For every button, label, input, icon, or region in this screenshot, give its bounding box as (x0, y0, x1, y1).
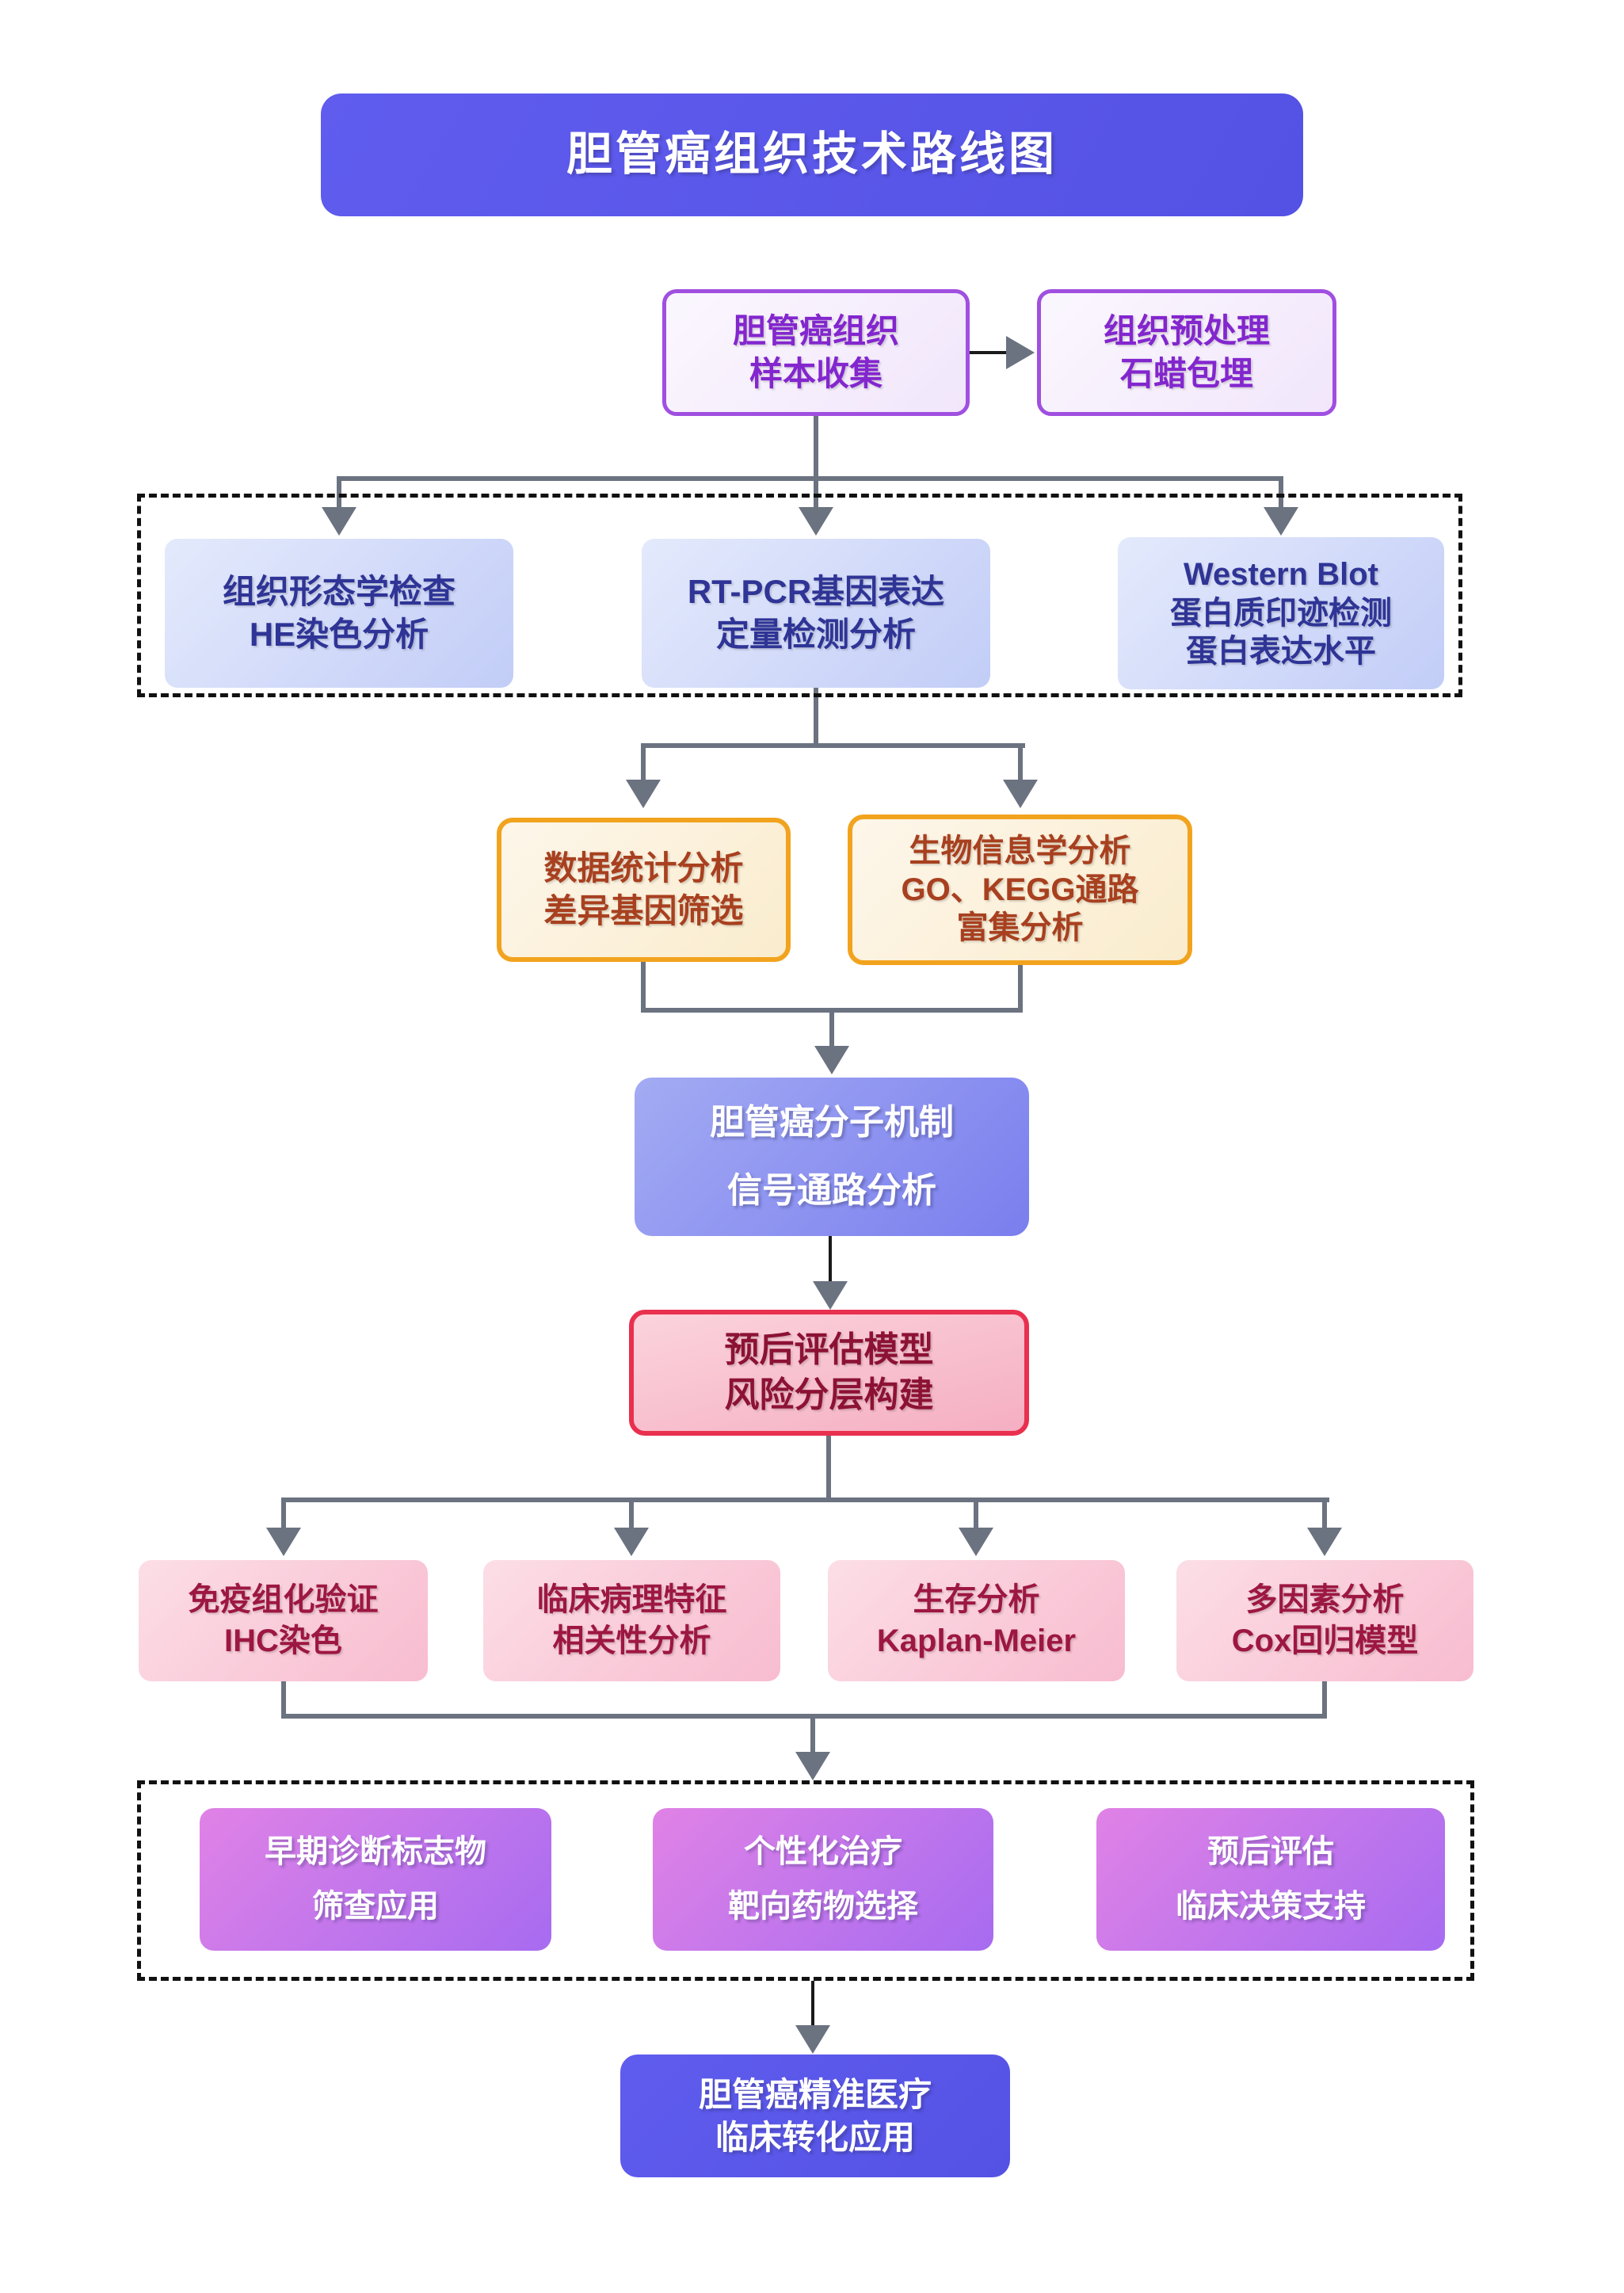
node-clinicopathological-correlation: 临床病理特征 相关性分析 (483, 1560, 780, 1681)
node-line: 免疫组化验证 (188, 1582, 379, 1618)
node-line: 胆管癌分子机制 (710, 1102, 954, 1142)
page-title: 胆管癌组织技术路线图 (321, 93, 1303, 216)
node-line: 预后评估 (1207, 1833, 1334, 1869)
node-molecular-mechanism: 胆管癌分子机制 信号通路分析 (635, 1078, 1029, 1236)
node-line: 数据统计分析 (543, 849, 744, 887)
node-line: 生存分析 (913, 1582, 1040, 1618)
group-detection-methods (137, 494, 1462, 697)
node-line: 富集分析 (956, 910, 1084, 946)
arrowhead-down-mechanism (814, 1046, 849, 1074)
connector-branch2-stub-stats (641, 748, 646, 780)
node-survival-analysis: 生存分析 Kaplan-Meier (828, 1560, 1125, 1681)
arrowhead-down-prognosis (813, 1281, 848, 1310)
node-western-blot: Western Blot 蛋白质印迹检测 蛋白表达水平 (1118, 537, 1444, 689)
node-line: 筛查应用 (312, 1889, 439, 1924)
node-line: 生物信息学分析 (909, 833, 1131, 868)
connector-bioinfo-down (1018, 965, 1023, 1013)
node-line: 风险分层构建 (724, 1375, 934, 1414)
connector-ihc-down (281, 1681, 286, 1719)
node-line: RT-PCR基因表达 (687, 573, 945, 611)
node-he-staining: 组织形态学检查 HE染色分析 (165, 539, 513, 688)
node-line: 组织预处理 (1103, 312, 1270, 350)
connector-applications-down (811, 1981, 814, 2028)
node-line: 样本收集 (749, 355, 883, 392)
connector-branch2 (641, 743, 1025, 748)
node-rtpcr-analysis: RT-PCR基因表达 定量检测分析 (642, 539, 990, 688)
node-line: Kaplan-Meier (876, 1623, 1077, 1658)
connector-cox-down (1322, 1681, 1327, 1719)
node-clinical-translation: 胆管癌精准医疗 临床转化应用 (620, 2055, 1010, 2177)
node-bioinformatics-analysis: 生物信息学分析 GO、KEGG通路 富集分析 (848, 815, 1192, 965)
node-statistical-analysis: 数据统计分析 差异基因筛选 (497, 818, 791, 962)
arrowhead-down-survival (959, 1528, 993, 1556)
node-line: HE染色分析 (249, 616, 429, 653)
node-line: 临床转化应用 (715, 2118, 915, 2156)
node-line: Cox回归模型 (1231, 1623, 1419, 1658)
node-line: 个性化治疗 (744, 1833, 902, 1869)
connector-sample-down (814, 416, 818, 479)
node-line: 石蜡包埋 (1119, 355, 1253, 392)
node-line: 临床病理特征 (536, 1582, 727, 1618)
node-line: IHC染色 (224, 1623, 342, 1658)
node-personalized-therapy: 个性化治疗 靶向药物选择 (653, 1808, 993, 1951)
connector-merge2-stub (810, 1719, 815, 1753)
node-line: 早期诊断标志物 (265, 1833, 486, 1869)
node-line: 信号通路分析 (727, 1171, 936, 1210)
connector-branch1 (337, 476, 1283, 481)
connector-sample-to-preprocess (970, 351, 1006, 354)
arrowhead-right-preprocess (1006, 336, 1035, 369)
node-early-diagnosis-marker: 早期诊断标志物 筛查应用 (200, 1808, 551, 1951)
node-line: 多因素分析 (1245, 1582, 1405, 1618)
connector-merge1-stub (829, 1013, 834, 1047)
arrowhead-down-stats (626, 780, 661, 808)
node-line: 相关性分析 (552, 1623, 711, 1658)
node-line: 差异基因筛选 (543, 892, 744, 929)
node-prognosis-evaluation-support: 预后评估 临床决策支持 (1096, 1808, 1445, 1951)
connector-rtpcr-down (814, 688, 818, 746)
node-line: Western Blot (1184, 556, 1378, 592)
connector-branch2-stub-bioinfo (1018, 748, 1023, 780)
connector-merge1 (641, 1008, 1023, 1013)
arrowhead-down-ihc (266, 1528, 301, 1556)
node-line: GO、KEGG通路 (901, 872, 1139, 907)
connector-prognosis-down (826, 1436, 831, 1502)
connector-branch3-stub-clinical (629, 1502, 634, 1528)
arrowhead-down-final (795, 2025, 830, 2054)
arrowhead-down-he (322, 507, 356, 536)
node-line: 靶向药物选择 (728, 1889, 918, 1924)
node-cox-regression: 多因素分析 Cox回归模型 (1176, 1560, 1473, 1681)
node-sample-collection: 胆管癌组织 样本收集 (662, 289, 970, 416)
connector-branch3-stub-survival (974, 1502, 978, 1528)
node-ihc-validation: 免疫组化验证 IHC染色 (139, 1560, 428, 1681)
arrowhead-down-clinical (614, 1528, 649, 1556)
node-line: 组织形态学检查 (222, 573, 456, 611)
node-line: 胆管癌精准医疗 (698, 2075, 932, 2113)
arrowhead-down-cox (1307, 1528, 1342, 1556)
arrowhead-down-applications (795, 1752, 830, 1780)
node-line: 蛋白表达水平 (1186, 634, 1376, 670)
node-line: 蛋白质印迹检测 (1170, 595, 1392, 631)
arrowhead-down-rtpcr (799, 507, 833, 536)
arrowhead-down-wb (1264, 507, 1298, 536)
node-tissue-preprocessing: 组织预处理 石蜡包埋 (1037, 289, 1336, 416)
node-line: 临床决策支持 (1176, 1889, 1366, 1924)
page-title-text: 胆管癌组织技术路线图 (566, 128, 1058, 181)
connector-branch3 (281, 1498, 1329, 1502)
connector-mechanism-down (829, 1236, 832, 1285)
connector-branch3-stub-cox (1322, 1502, 1327, 1528)
connector-branch3-stub-ihc (281, 1502, 286, 1528)
arrowhead-down-bioinfo (1003, 780, 1038, 808)
group-clinical-applications (137, 1780, 1474, 1981)
node-line: 预后评估模型 (724, 1330, 934, 1370)
connector-stats-down (641, 962, 646, 1013)
node-line: 定量检测分析 (715, 616, 916, 653)
node-prognosis-model: 预后评估模型 风险分层构建 (629, 1310, 1029, 1436)
connector-merge2 (281, 1714, 1327, 1719)
node-line: 胆管癌组织 (732, 312, 899, 350)
